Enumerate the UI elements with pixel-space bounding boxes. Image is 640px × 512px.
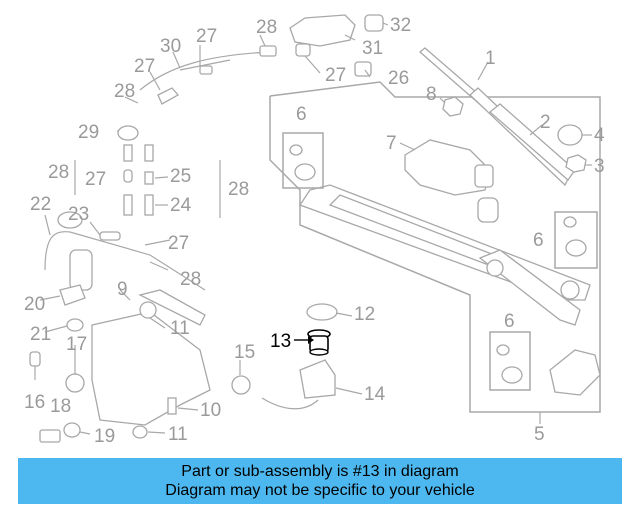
washer-reservoir [91,289,211,426]
wiper-motor [404,139,494,196]
callout-20: 20 [24,294,45,315]
callout-9: 9 [117,279,128,300]
callout-28-bracket-right: 28 [228,179,249,200]
callout-15: 15 [234,342,255,363]
callout-3: 3 [594,156,605,177]
callout-11-lower: 11 [168,424,188,445]
callout-1: 1 [485,48,496,69]
callout-6-right: 6 [533,230,544,251]
callout-6-top: 6 [296,104,307,125]
callout-22: 22 [30,194,51,215]
callout-23: 23 [68,204,89,225]
callout-27-lower: 27 [168,233,189,254]
arm-cap [557,124,583,146]
washer-pump [57,211,121,306]
callout-27-mid: 27 [85,169,106,190]
callout-28-left: 28 [114,81,135,102]
callout-30: 30 [160,36,181,57]
arm-nut [565,154,587,173]
linkage-bracket [549,349,601,396]
callout-27-right: 27 [325,65,346,86]
callout-21: 21 [30,324,51,345]
banner-line-1: Part or sub-assembly is #13 in diagram [181,463,459,480]
callout-6-bottom: 6 [504,311,515,332]
grommet-group-bottom [489,331,531,391]
callout-24: 24 [170,195,192,216]
center-parts [231,303,338,410]
callout-28-bracket-left: 28 [48,162,69,183]
callout-labels: 1 2 3 4 5 6 6 6 7 8 9 10 11 11 12 13 14 … [24,15,605,447]
grommet-group-top [282,132,324,189]
callout-17: 17 [66,334,87,355]
callout-12: 12 [354,304,375,325]
callout-18: 18 [50,396,71,417]
callout-14: 14 [364,384,386,405]
highlighted-part-13[interactable] [294,329,331,356]
washer-jet-parts [74,125,221,218]
callout-28-lower: 28 [180,269,201,290]
callout-16: 16 [24,392,45,413]
callout-8: 8 [426,84,437,105]
callout-27-top: 27 [196,26,217,47]
callout-28-top: 28 [256,17,277,38]
wiper-linkage [299,184,591,326]
callout-13: 13 [270,331,291,352]
callout-5: 5 [534,424,545,445]
callout-27-left: 27 [134,56,155,77]
pivot-nut [442,96,464,117]
callout-31: 31 [362,38,383,59]
grommet-group-right [554,211,598,269]
parts-diagram: 1 2 3 4 5 6 6 6 7 8 9 10 11 11 12 13 14 … [24,14,605,447]
misc-small-parts [29,301,177,443]
callout-leaders [34,22,592,435]
callout-11-upper: 11 [170,318,190,339]
callout-29: 29 [78,122,99,143]
callout-7: 7 [386,133,397,154]
callout-26: 26 [388,68,409,89]
info-banner: Part or sub-assembly is #13 in diagram D… [18,458,622,504]
washer-hoses [44,45,277,291]
callout-10: 10 [200,400,221,421]
callout-4: 4 [594,125,605,146]
callout-32: 32 [390,15,411,36]
banner-line-2: Diagram may not be specific to your vehi… [165,482,475,499]
callout-25: 25 [170,166,191,187]
callout-19: 19 [94,426,115,447]
callout-2: 2 [540,112,551,133]
